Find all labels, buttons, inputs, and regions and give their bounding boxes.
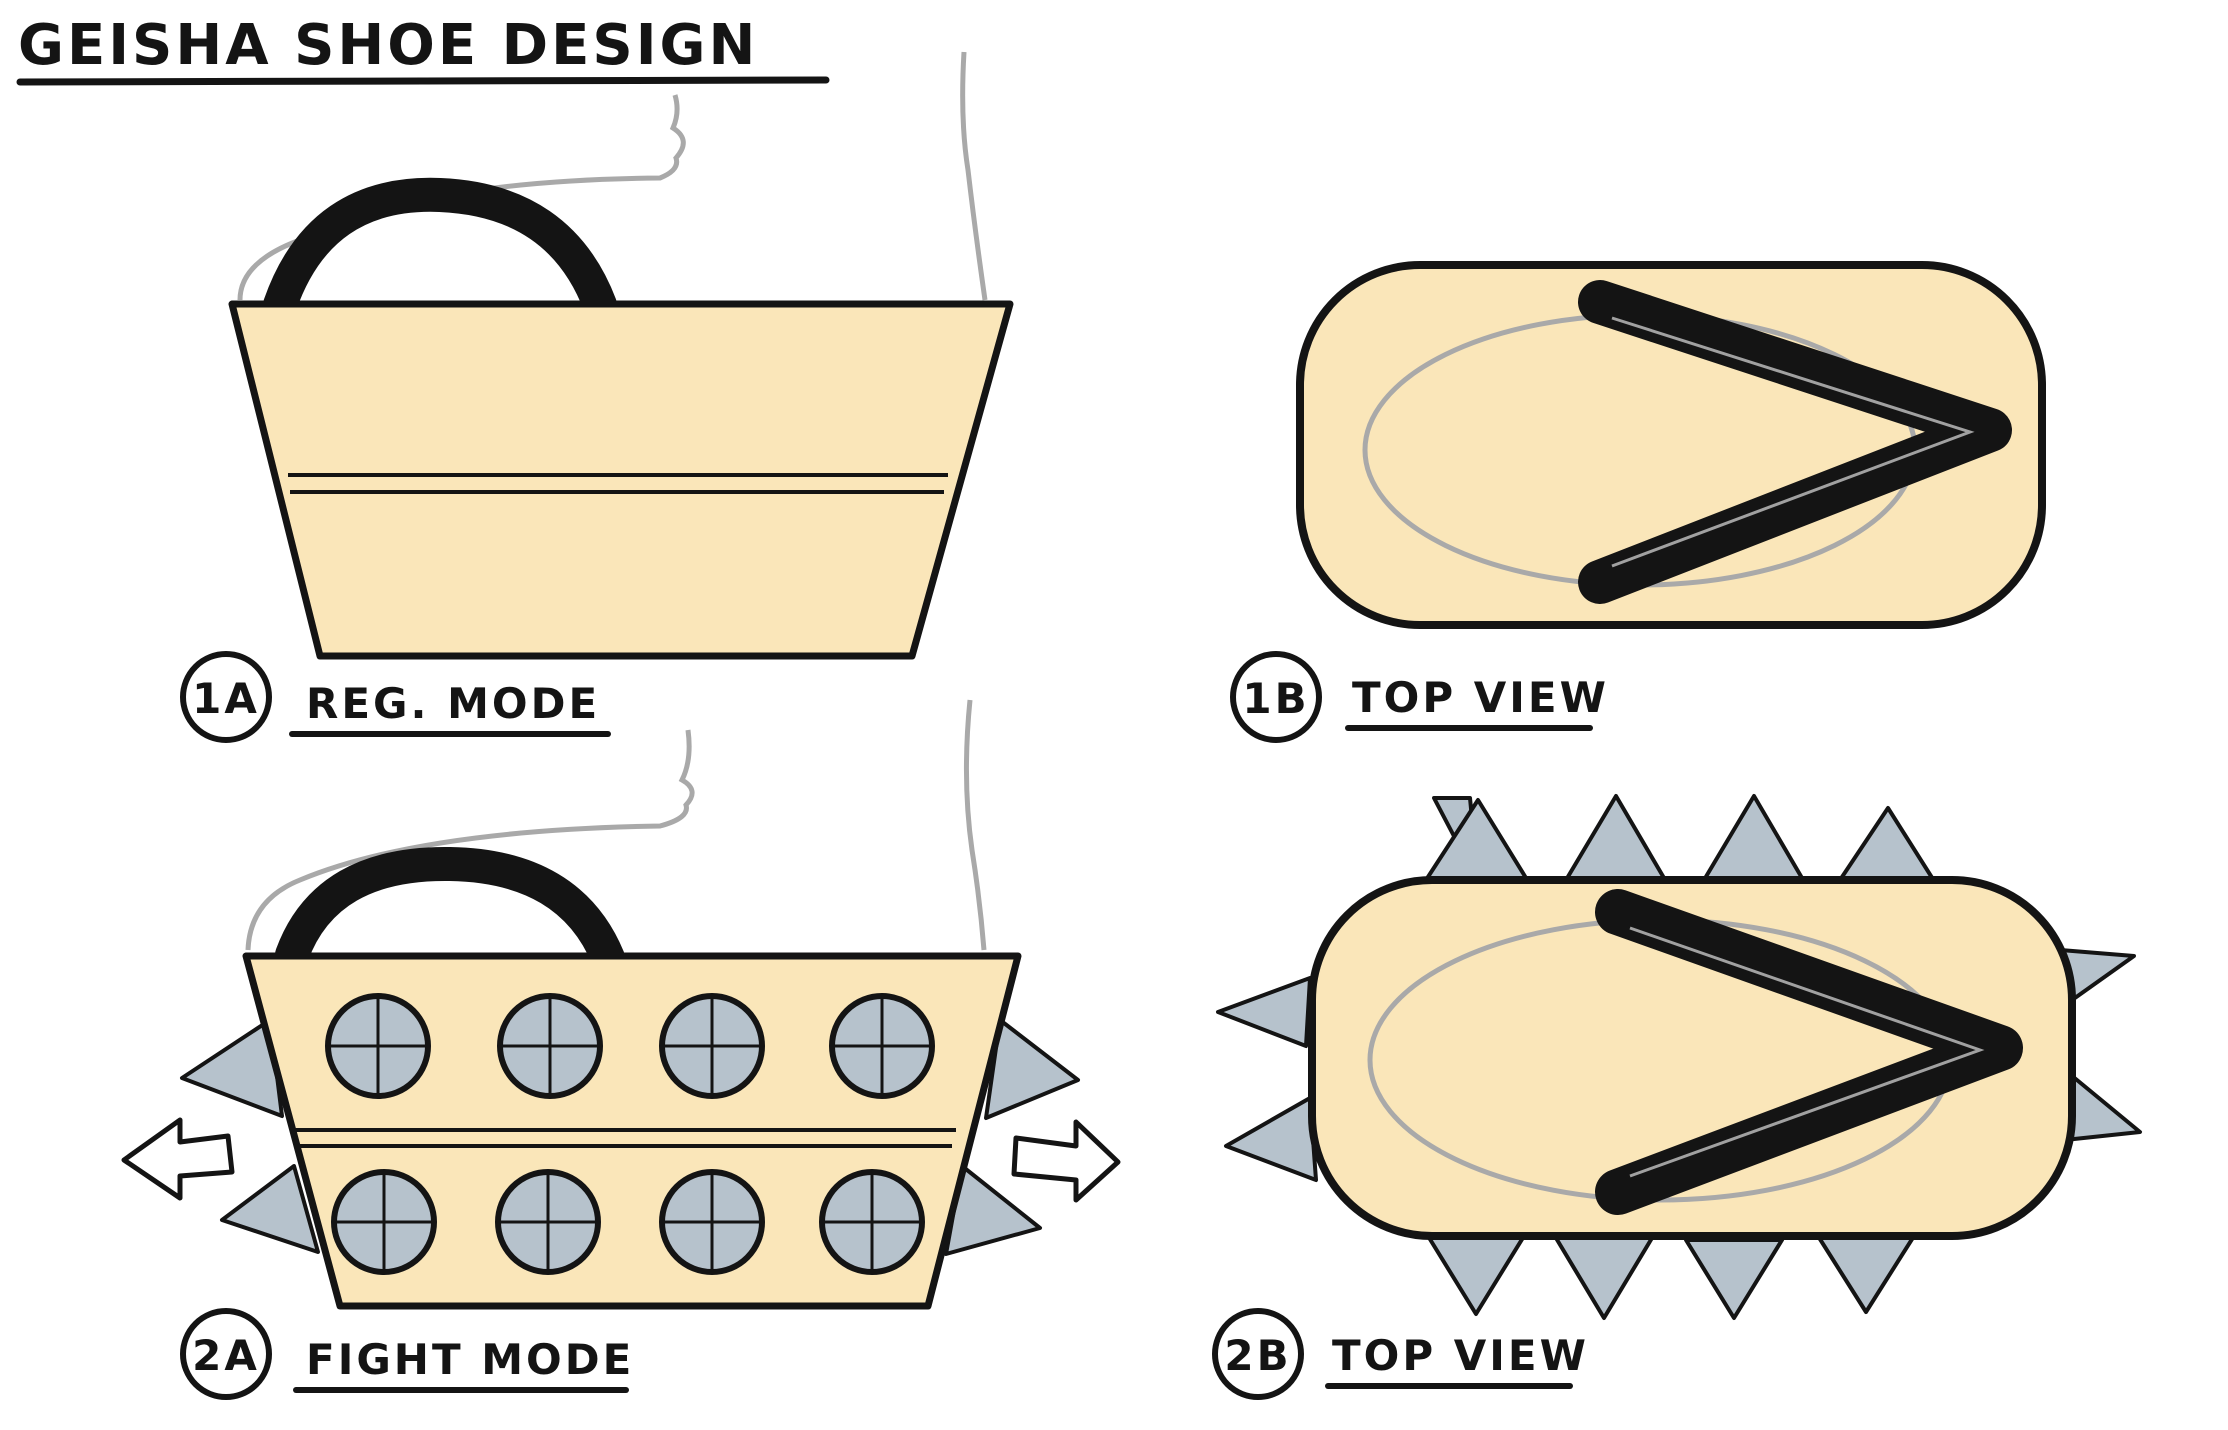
title-underline — [16, 76, 830, 86]
shoe-strap — [275, 846, 625, 975]
shoe-top-view-fight — [1216, 794, 2142, 1320]
shoe-side-view-regular — [228, 51, 1014, 660]
badge-2a: 2A — [180, 1308, 272, 1400]
badge-2b-text: 2B — [1224, 1331, 1291, 1380]
shoe-stripe — [288, 473, 948, 494]
label-top-view-2: TOP VIEW — [1332, 1331, 1589, 1380]
badge-1a: 1A — [180, 651, 272, 743]
label-top-view-1: TOP VIEW — [1352, 673, 1609, 722]
badge-1b: 1B — [1230, 651, 1322, 743]
foot-outline — [245, 699, 987, 951]
shoe-body — [228, 300, 1014, 660]
foot-outline — [237, 51, 988, 301]
badge-1a-text: 1A — [192, 674, 260, 723]
shoe-top-view-regular — [1296, 261, 2046, 629]
thong-strap-highlight — [1629, 926, 1985, 1178]
shoe-stripe — [292, 1128, 956, 1148]
thong-strap — [1578, 280, 2012, 604]
badge-2b: 2B — [1212, 1308, 1304, 1400]
thong-strap-highlight — [1611, 316, 1975, 568]
sheet-title: GEISHA SHOE DESIGN — [18, 13, 758, 78]
badge-1b-text: 1B — [1242, 674, 1309, 723]
shoe-strap — [263, 177, 617, 322]
badge-2a-text: 2A — [192, 1331, 260, 1380]
shoe-side-view-fight — [180, 699, 1080, 1310]
thong-strap — [1595, 889, 2023, 1215]
arrow-left-icon — [121, 1117, 235, 1201]
label-reg-mode: REG. MODE — [306, 679, 600, 728]
studs — [325, 993, 935, 1275]
arrow-right-icon — [1011, 1119, 1121, 1203]
label-fight-mode: FIGHT MODE — [306, 1335, 634, 1384]
